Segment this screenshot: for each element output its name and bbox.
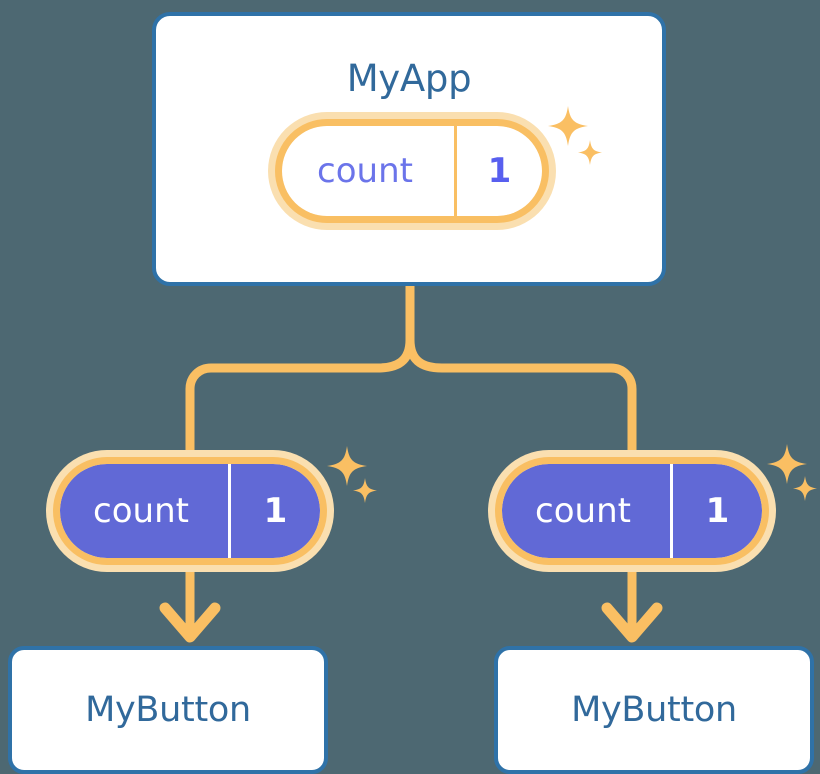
connector-branch-right bbox=[405, 339, 637, 470]
connector-branch-left bbox=[185, 339, 415, 470]
signal-value-label: 1 bbox=[454, 126, 542, 216]
signal-key-label: count bbox=[317, 151, 413, 191]
signal-pill-app[interactable]: count 1 bbox=[268, 112, 556, 230]
signal-key-label: count bbox=[93, 491, 189, 531]
arrow-down-right-head bbox=[601, 602, 663, 643]
signal-pill-ring: count 1 bbox=[275, 119, 549, 223]
signal-pill-body: count 1 bbox=[502, 464, 762, 558]
button-card-left[interactable]: MyButton bbox=[8, 646, 328, 774]
signal-pill-ring: count 1 bbox=[53, 457, 327, 565]
signal-pill-left[interactable]: count 1 bbox=[46, 450, 334, 572]
app-card-title: MyApp bbox=[346, 57, 472, 100]
button-card-right[interactable]: MyButton bbox=[494, 646, 814, 774]
signal-pill-body: count 1 bbox=[60, 464, 320, 558]
signal-pill-right[interactable]: count 1 bbox=[488, 450, 776, 572]
signal-key-label: count bbox=[535, 491, 631, 531]
signal-value-label: 1 bbox=[228, 464, 320, 558]
signal-pill-body: count 1 bbox=[282, 126, 542, 216]
button-card-right-title: MyButton bbox=[571, 689, 737, 730]
signal-value-label: 1 bbox=[670, 464, 762, 558]
arrow-down-left-head bbox=[159, 602, 221, 643]
button-card-left-title: MyButton bbox=[85, 689, 251, 730]
signal-pill-ring: count 1 bbox=[495, 457, 769, 565]
